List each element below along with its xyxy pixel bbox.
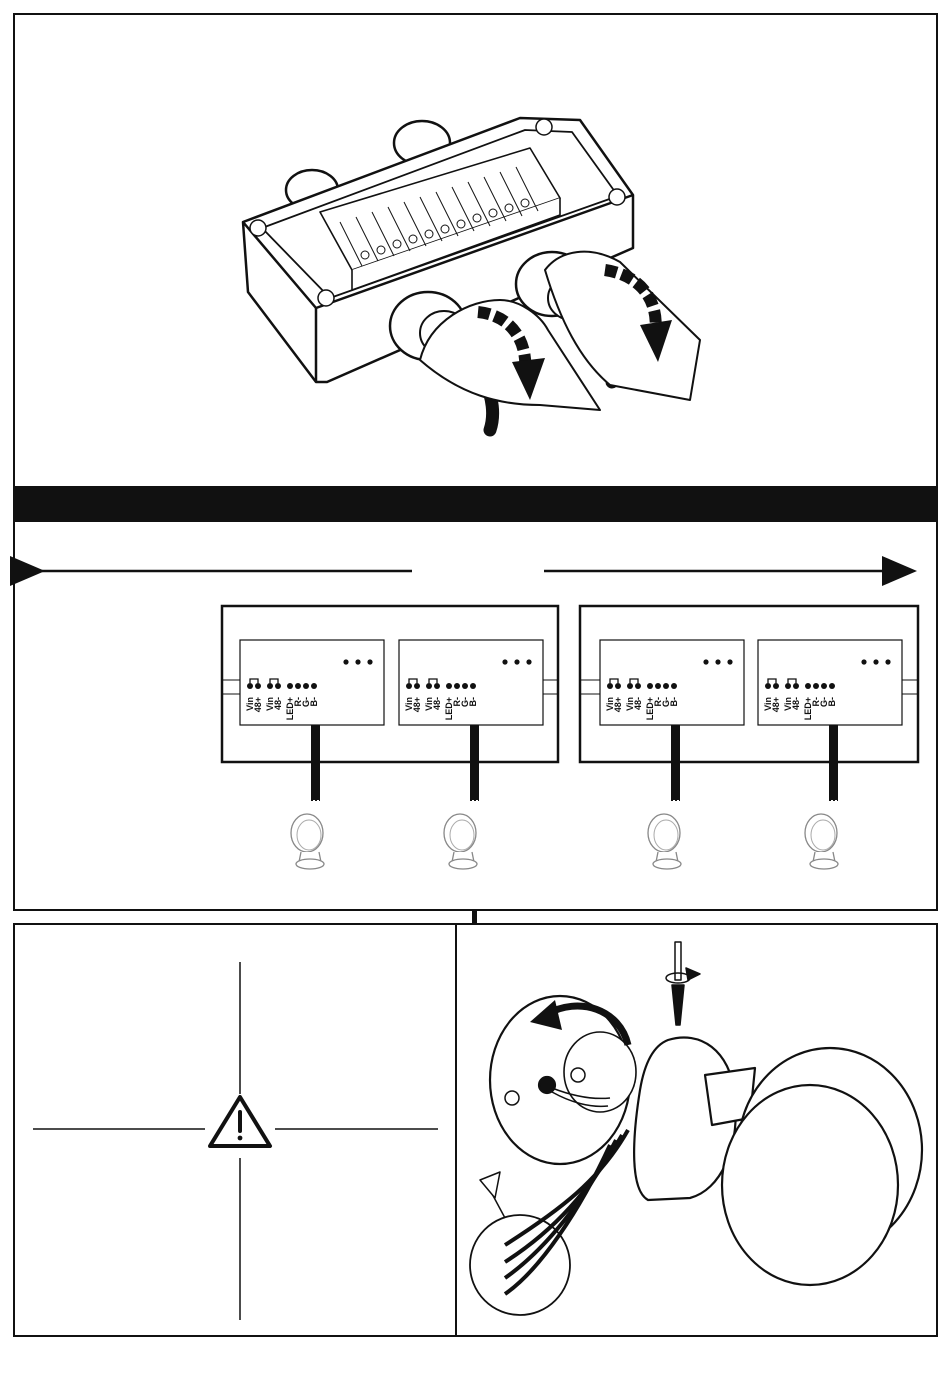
wall-lamp-icon: [444, 814, 477, 869]
lamp-installation-illustration: [470, 942, 922, 1315]
terminal-point: [785, 683, 791, 689]
terminal-point: [655, 683, 661, 689]
terminal-point: [793, 683, 799, 689]
terminal-point: [267, 683, 273, 689]
terminal-point: [414, 683, 420, 689]
terminal-point: [829, 683, 835, 689]
terminal-label: 48+: [771, 697, 781, 712]
warning-triangle-icon: [210, 1097, 270, 1146]
terminal-label: 48+: [412, 697, 422, 712]
driver-group: Vin48+Vin48-LED+R-G-B-Vin48+Vin48-LED+R-…: [222, 606, 558, 800]
status-led: [727, 659, 732, 664]
status-led: [514, 659, 519, 664]
terminal-label: 48+: [253, 697, 263, 712]
terminal-point: [671, 683, 677, 689]
terminal-point: [470, 683, 476, 689]
status-led: [343, 659, 348, 664]
terminal-point: [615, 683, 621, 689]
status-led: [861, 659, 866, 664]
wall-lamp-icon: [291, 814, 324, 869]
driver-cable: [671, 725, 680, 800]
terminal-label: 48+: [613, 697, 623, 712]
terminal-label: 48-: [791, 697, 801, 710]
terminal-label: 48-: [432, 697, 442, 710]
terminal-label: B-: [309, 697, 319, 707]
terminal-point: [295, 683, 301, 689]
terminal-point: [813, 683, 819, 689]
wall-lamp-icon: [648, 814, 681, 869]
terminal-label: 48-: [633, 697, 643, 710]
terminal-point: [454, 683, 460, 689]
warning-diagram: [33, 962, 438, 1320]
terminal-point: [446, 683, 452, 689]
status-led: [526, 659, 531, 664]
terminal-label: B-: [669, 697, 679, 707]
terminal-point: [647, 683, 653, 689]
lamp-row: [291, 814, 838, 869]
terminal-point: [247, 683, 253, 689]
driver-cable: [829, 725, 838, 800]
terminal-point: [627, 683, 633, 689]
wall-lamp-icon: [805, 814, 838, 869]
terminal-point: [765, 683, 771, 689]
terminal-point: [311, 683, 317, 689]
terminal-point: [821, 683, 827, 689]
driver-groups: Vin48+Vin48-LED+R-G-B-Vin48+Vin48-LED+R-…: [222, 606, 918, 800]
status-led: [873, 659, 878, 664]
terminal-point: [635, 683, 641, 689]
terminal-label: 48-: [273, 697, 283, 710]
terminal-point: [434, 683, 440, 689]
driver-group: Vin48+Vin48-LED+R-G-B-Vin48+Vin48-LED+R-…: [580, 606, 918, 800]
terminal-label: B-: [827, 697, 837, 707]
terminal-point: [287, 683, 293, 689]
status-led: [355, 659, 360, 664]
terminal-point: [663, 683, 669, 689]
terminal-point: [303, 683, 309, 689]
status-led: [502, 659, 507, 664]
status-led: [715, 659, 720, 664]
screwdriver-icon: [666, 942, 700, 1025]
status-led: [885, 659, 890, 664]
terminal-point: [426, 683, 432, 689]
terminal-point: [607, 683, 613, 689]
driver-cable: [470, 725, 479, 800]
terminal-point: [406, 683, 412, 689]
terminal-point: [255, 683, 261, 689]
terminal-point: [275, 683, 281, 689]
status-led: [367, 659, 372, 664]
status-led: [703, 659, 708, 664]
driver-cable: [311, 725, 320, 800]
junction-box-illustration: [243, 118, 700, 430]
terminal-point: [773, 683, 779, 689]
terminal-point: [805, 683, 811, 689]
terminal-label: B-: [468, 697, 478, 707]
terminal-point: [462, 683, 468, 689]
